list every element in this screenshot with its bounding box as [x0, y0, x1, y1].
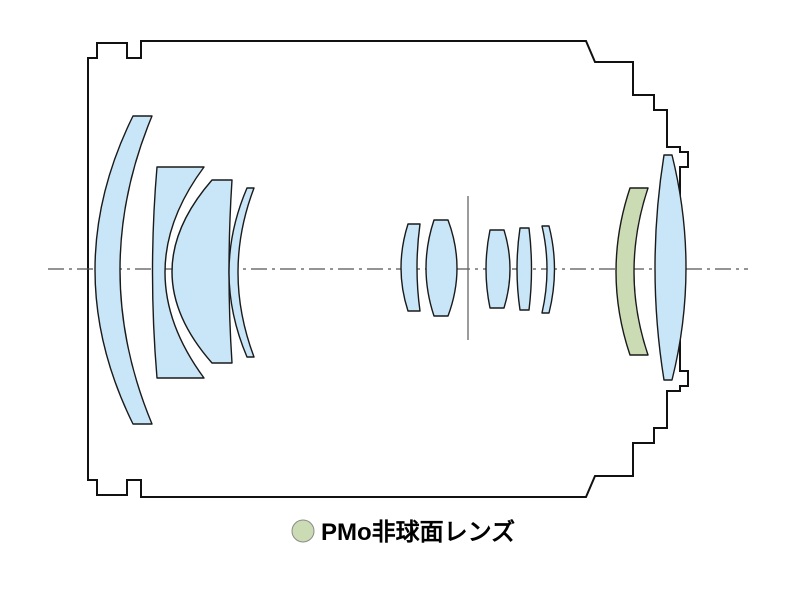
lens-element-4-thin-meniscus	[228, 187, 255, 358]
legend-label: PMo非球面レンズ	[321, 518, 515, 546]
lens-element-5	[400, 223, 421, 312]
legend: PMo非球面レンズ	[291, 518, 515, 546]
lens-element-6	[425, 219, 458, 317]
lens-element-10-pmo-aspherical	[615, 187, 649, 356]
lens-element-11	[654, 154, 687, 381]
legend-pmo-swatch	[291, 519, 315, 543]
lens-element-7	[485, 229, 511, 309]
lens-element-2	[151, 166, 205, 379]
lens-barrel-outline	[87, 40, 689, 498]
lens-element-9-thin-meniscus	[541, 225, 556, 314]
lens-element-8	[516, 227, 533, 311]
lens-element-1-large-meniscus	[94, 115, 153, 425]
lens-element-3	[171, 179, 233, 364]
